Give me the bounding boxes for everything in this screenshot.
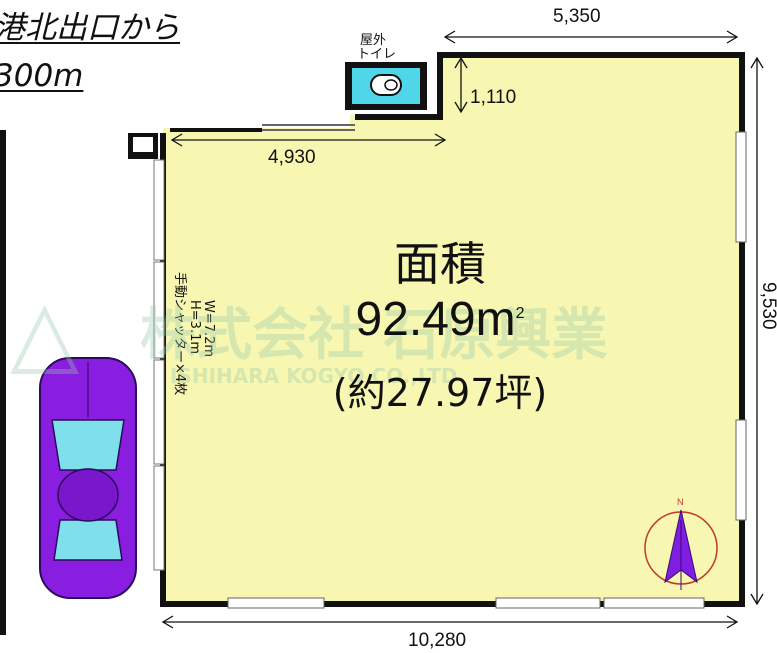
compass-north-label: N <box>677 497 684 507</box>
area-label: 面積 <box>394 237 486 291</box>
watermark-company: 株式会社 石原興業 <box>140 303 608 368</box>
toilet-label-1: 屋外 <box>360 33 386 48</box>
dim-top-right: 5,350 <box>553 6 601 27</box>
floor-area <box>163 55 742 604</box>
toilet-label-2: トイレ <box>357 47 396 62</box>
svg-text:W=7.2m: W=7.2m <box>201 300 216 357</box>
svg-text:手動シャッター×4枚: 手動シャッター×4枚 <box>172 272 187 395</box>
dimension-lines <box>161 30 764 629</box>
north-compass-icon <box>644 509 718 590</box>
area-sqm-value: 92.49 <box>355 293 476 346</box>
meter-box <box>128 133 158 159</box>
adjacent-wall <box>0 130 6 635</box>
dim-right-side: 9,530 <box>758 282 777 330</box>
dim-bottom: 10,280 <box>408 630 466 651</box>
area-sqm-superscript: 2 <box>515 305 525 322</box>
shutter-note: 手動シャッター×4枚 H=3.1m W=7.2m <box>172 272 216 395</box>
dim-notch-height: 1,110 <box>470 87 516 108</box>
bottom-wall-windows <box>227 597 705 609</box>
area-sqm-unit: m <box>475 293 516 346</box>
right-wall-windows <box>735 131 747 521</box>
area-sqm: 92.49m2 <box>250 292 630 347</box>
shutter-panels <box>153 159 165 571</box>
car-illustration <box>39 357 137 599</box>
area-tsubo: (約27.97坪) <box>332 371 548 415</box>
watermark-romaji: ISHIHARA KOGYO CO.,LTD <box>170 364 458 388</box>
watermark-logo-icon: △ <box>10 280 80 385</box>
heading-line-1: 港北出口から <box>0 10 180 46</box>
heading-line-2: 300m <box>0 58 84 94</box>
svg-text:H=3.1m: H=3.1m <box>187 300 202 354</box>
outdoor-toilet <box>345 62 427 110</box>
dim-top-left: 4,930 <box>268 147 316 168</box>
